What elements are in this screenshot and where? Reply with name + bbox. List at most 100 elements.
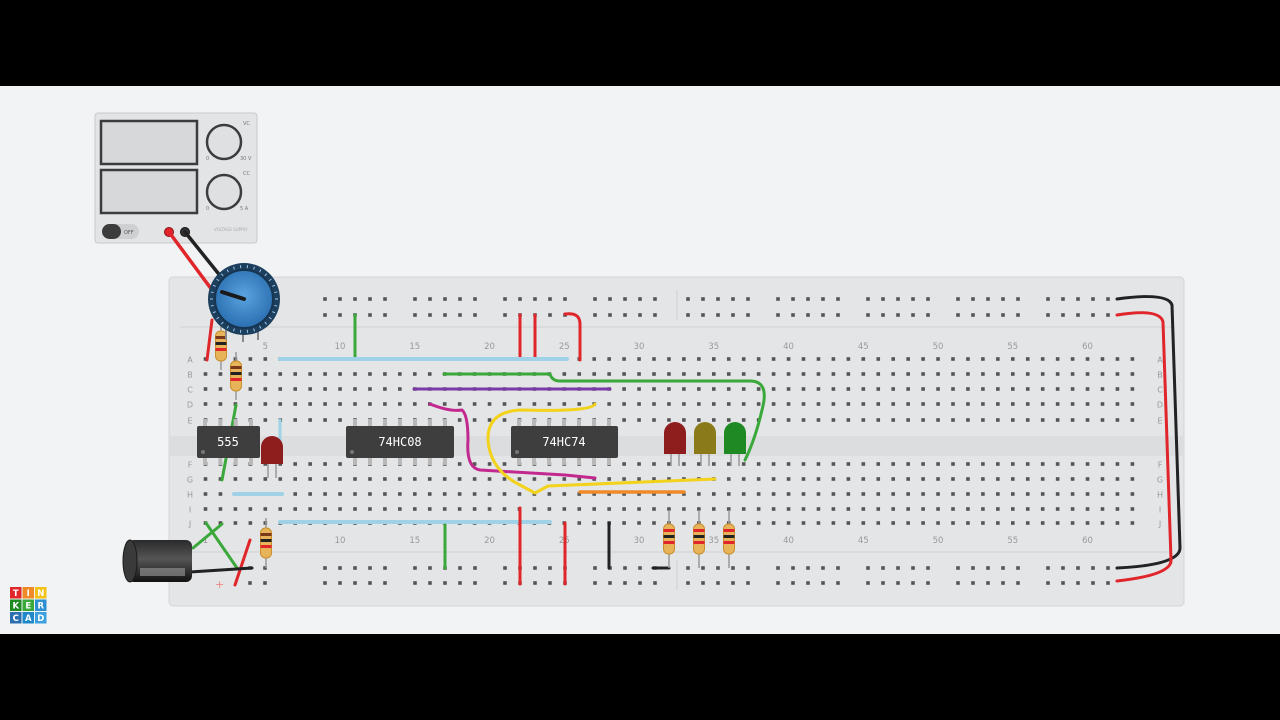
rail-hole[interactable]: [731, 297, 735, 301]
rail-hole[interactable]: [548, 297, 552, 301]
rail-hole[interactable]: [338, 313, 342, 317]
breadboard-hole[interactable]: [667, 387, 671, 391]
breadboard-hole[interactable]: [622, 521, 626, 525]
breadboard-hole[interactable]: [816, 477, 821, 481]
breadboard-hole[interactable]: [697, 418, 701, 422]
breadboard-hole[interactable]: [981, 387, 985, 391]
rail-hole[interactable]: [896, 566, 900, 570]
wire-green-cap-2[interactable]: [191, 522, 224, 550]
breadboard-hole[interactable]: [592, 492, 596, 496]
breadboard-hole[interactable]: [1130, 462, 1135, 466]
wire-green-long[interactable]: [442, 372, 766, 462]
breadboard-hole[interactable]: [951, 357, 955, 361]
breadboard-hole[interactable]: [607, 402, 611, 406]
breadboard-hole[interactable]: [846, 521, 851, 525]
breadboard-hole[interactable]: [457, 418, 462, 422]
breadboard-hole[interactable]: [308, 387, 312, 391]
breadboard-hole[interactable]: [1130, 521, 1135, 525]
breadboard-hole[interactable]: [906, 492, 910, 496]
rail-hole[interactable]: [593, 313, 597, 317]
breadboard-hole[interactable]: [637, 418, 641, 422]
breadboard-hole[interactable]: [338, 477, 342, 481]
breadboard-hole[interactable]: [323, 492, 327, 496]
breadboard-hole[interactable]: [741, 507, 746, 511]
breadboard-hole[interactable]: [1115, 357, 1120, 361]
breadboard-hole[interactable]: [786, 402, 791, 406]
breadboard-hole[interactable]: [1025, 387, 1030, 391]
breadboard-hole[interactable]: [996, 507, 1000, 511]
breadboard-hole[interactable]: [353, 507, 357, 511]
breadboard-hole[interactable]: [338, 402, 342, 406]
breadboard-hole[interactable]: [906, 418, 910, 422]
breadboard-hole[interactable]: [383, 492, 387, 496]
rail-hole[interactable]: [716, 297, 720, 301]
breadboard-hole[interactable]: [712, 492, 716, 496]
wire-supply-red[interactable]: [167, 230, 214, 292]
breadboard-hole[interactable]: [816, 387, 821, 391]
breadboard-hole[interactable]: [801, 507, 806, 511]
breadboard-hole[interactable]: [1055, 492, 1060, 496]
rail-hole[interactable]: [1061, 581, 1065, 585]
breadboard-hole[interactable]: [697, 492, 701, 496]
breadboard-hole[interactable]: [921, 418, 925, 422]
breadboard-hole[interactable]: [756, 387, 761, 391]
breadboard-hole[interactable]: [323, 372, 327, 376]
rail-hole[interactable]: [653, 297, 657, 301]
rail-hole[interactable]: [593, 581, 597, 585]
rail-hole[interactable]: [458, 581, 462, 585]
breadboard-hole[interactable]: [876, 477, 881, 481]
rail-hole[interactable]: [458, 313, 462, 317]
breadboard-hole[interactable]: [472, 507, 477, 511]
breadboard-hole[interactable]: [771, 402, 776, 406]
rail-hole[interactable]: [971, 566, 975, 570]
rail-hole[interactable]: [428, 566, 432, 570]
rail-hole[interactable]: [1076, 566, 1080, 570]
breadboard-hole[interactable]: [697, 507, 701, 511]
rail-hole[interactable]: [911, 297, 915, 301]
breadboard-hole[interactable]: [517, 402, 522, 406]
breadboard-hole[interactable]: [1115, 372, 1120, 376]
wire-green-cap-1[interactable]: [204, 521, 239, 570]
breadboard-hole[interactable]: [906, 372, 910, 376]
breadboard-hole[interactable]: [517, 492, 522, 496]
current-knob[interactable]: [205, 173, 243, 211]
breadboard-hole[interactable]: [472, 492, 477, 496]
breadboard-hole[interactable]: [323, 477, 327, 481]
resistor-body[interactable]: [663, 523, 675, 555]
breadboard-hole[interactable]: [697, 372, 701, 376]
breadboard-hole[interactable]: [771, 418, 776, 422]
rail-hole[interactable]: [623, 566, 627, 570]
breadboard-hole[interactable]: [966, 462, 970, 466]
breadboard-hole[interactable]: [308, 507, 312, 511]
breadboard-hole[interactable]: [712, 418, 716, 422]
breadboard-hole[interactable]: [1070, 418, 1075, 422]
breadboard-hole[interactable]: [846, 418, 851, 422]
breadboard-hole[interactable]: [263, 418, 268, 422]
breadboard-hole[interactable]: [1025, 402, 1030, 406]
rail-hole[interactable]: [368, 297, 372, 301]
breadboard-hole[interactable]: [906, 462, 910, 466]
breadboard-hole[interactable]: [876, 462, 881, 466]
breadboard-hole[interactable]: [218, 492, 223, 496]
breadboard-hole[interactable]: [562, 477, 567, 481]
resistor-body[interactable]: [230, 360, 242, 392]
breadboard-hole[interactable]: [1040, 507, 1045, 511]
breadboard-hole[interactable]: [427, 507, 432, 511]
breadboard-hole[interactable]: [921, 402, 925, 406]
breadboard-hole[interactable]: [368, 492, 372, 496]
breadboard-hole[interactable]: [607, 492, 611, 496]
breadboard-hole[interactable]: [771, 387, 776, 391]
breadboard-hole[interactable]: [831, 418, 836, 422]
breadboard-hole[interactable]: [1025, 357, 1030, 361]
breadboard-hole[interactable]: [652, 418, 656, 422]
breadboard-hole[interactable]: [622, 477, 626, 481]
breadboard-hole[interactable]: [487, 492, 492, 496]
breadboard-hole[interactable]: [816, 521, 821, 525]
breadboard-hole[interactable]: [1100, 402, 1105, 406]
breadboard-hole[interactable]: [353, 492, 357, 496]
breadboard-hole[interactable]: [308, 418, 312, 422]
breadboard-hole[interactable]: [1070, 521, 1075, 525]
rail-hole[interactable]: [1061, 313, 1065, 317]
breadboard-hole[interactable]: [1100, 477, 1105, 481]
breadboard-hole[interactable]: [353, 372, 357, 376]
